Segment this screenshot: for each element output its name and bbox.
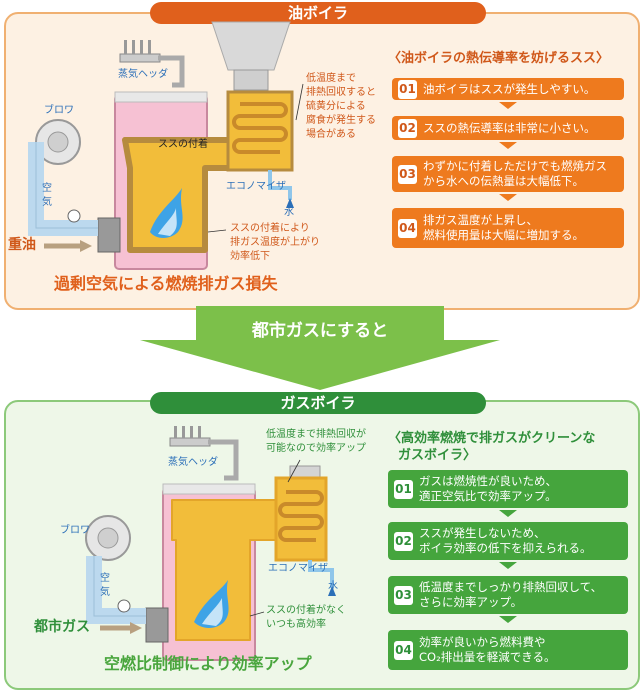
oil-item-2: 02 ススの熱伝導率は非常に小さい。 bbox=[392, 116, 624, 140]
oil-corrosion-note: 低温度まで 排熱回収すると 硫黄分による 腐食が発生する 場合がある bbox=[306, 73, 376, 140]
gas-arrow-3 bbox=[499, 616, 517, 623]
oil-item-3-text: わずかに付着しただけでも燃焼ガスから水への伝熱量は大幅低下。 bbox=[423, 159, 607, 188]
oil-item-3-number: 03 bbox=[398, 164, 417, 184]
oil-caption: 過剰空気による燃焼排ガス損失 bbox=[54, 274, 278, 293]
gas-item-4-number: 04 bbox=[394, 640, 413, 660]
oil-item-1-text: 油ボイラはススが発生しやすい。 bbox=[423, 81, 596, 96]
oil-boiler-title: 油ボイラ bbox=[150, 2, 486, 24]
gas-item-1-number: 01 bbox=[394, 479, 413, 499]
gas-item-2-number: 02 bbox=[394, 531, 413, 551]
oil-soot-note: ススの付着により 排ガス温度が上がり 効率低下 bbox=[230, 223, 320, 262]
gas-burner bbox=[145, 607, 169, 643]
oil-right-heading: 〈油ボイラの熱伝導率を妨げるスス〉 bbox=[388, 51, 610, 66]
gas-caption: 空燃比制御により効率アップ bbox=[104, 654, 312, 673]
oil-blower-label: ブロワ bbox=[44, 105, 74, 116]
gas-fuel-label: 都市ガス bbox=[34, 619, 90, 635]
gas-item-1-text: ガスは燃焼性が良いため、適正空気比で効率アップ。 bbox=[419, 474, 557, 503]
oil-arrow-2 bbox=[499, 142, 517, 149]
oil-item-4-number: 04 bbox=[398, 218, 417, 238]
oil-item-1-number: 01 bbox=[398, 79, 417, 99]
gas-item-2-text: ススが発生しないため、ボイラ効率の低下を抑えられる。 bbox=[419, 526, 592, 555]
gas-arrow-2 bbox=[499, 562, 517, 569]
oil-air-valve bbox=[67, 209, 81, 223]
gas-air-valve bbox=[117, 599, 131, 613]
oil-item-4-text: 排ガス温度が上昇し、燃料使用量は大幅に増加する。 bbox=[423, 213, 584, 242]
gas-arrow-1 bbox=[499, 510, 517, 517]
gas-item-1: 01 ガスは燃焼性が良いため、適正空気比で効率アップ。 bbox=[388, 470, 628, 508]
oil-arrow-3 bbox=[499, 194, 517, 201]
oil-item-1: 01 油ボイラはススが発生しやすい。 bbox=[392, 78, 624, 100]
oil-item-2-number: 02 bbox=[398, 118, 417, 138]
transition-arrow bbox=[140, 306, 500, 390]
oil-economizer-label: エコノマイザ bbox=[226, 181, 286, 192]
chimney-neck bbox=[233, 69, 269, 91]
chimney-funnel bbox=[211, 21, 291, 71]
gas-right-heading: 〈高効率燃焼で排ガスがクリーンな ガスボイラ〉 bbox=[388, 431, 596, 463]
oil-item-4: 04 排ガス温度が上昇し、燃料使用量は大幅に増加する。 bbox=[392, 208, 624, 248]
gas-chimney bbox=[289, 465, 321, 479]
gas-air-label: 空気 bbox=[100, 573, 110, 598]
gas-boiler-title: ガスボイラ bbox=[150, 392, 486, 414]
gas-steam-pipe bbox=[208, 439, 239, 481]
oil-soot-label: ススの付着 bbox=[158, 139, 208, 150]
oil-fuel-label: 重油 bbox=[8, 237, 36, 253]
oil-item-2-text: ススの熱伝導率は非常に小さい。 bbox=[423, 120, 596, 135]
oil-air-label: 空気 bbox=[42, 183, 52, 208]
transition-label: 都市ガスにすると bbox=[251, 321, 389, 341]
oil-item-3: 03 わずかに付着しただけでも燃焼ガスから水への伝熱量は大幅低下。 bbox=[392, 156, 624, 192]
gas-no-soot-note: ススの付着がなく いつも高効率 bbox=[266, 605, 346, 630]
oil-boiler-diagram bbox=[28, 21, 304, 270]
steam-pipe bbox=[158, 55, 185, 88]
gas-item-3: 03 低温度までしっかり排熱回収して、さらに効率アップ。 bbox=[388, 576, 628, 614]
gas-item-3-number: 03 bbox=[394, 585, 413, 605]
gas-water-pipe bbox=[308, 560, 334, 588]
gas-recovery-note: 低温度まで排熱回収が 可能なので効率アップ bbox=[266, 429, 366, 454]
gas-water-label: 水 bbox=[328, 581, 338, 592]
gas-steam-header-label: 蒸気ヘッダ bbox=[168, 457, 218, 468]
oil-arrow-1 bbox=[499, 102, 517, 109]
oil-steam-header-label: 蒸気ヘッダ bbox=[118, 69, 168, 80]
gas-economizer-label: エコノマイザ bbox=[268, 563, 328, 574]
gas-steam-header-bar bbox=[169, 437, 211, 447]
oil-water-pipe bbox=[268, 170, 292, 200]
gas-item-3-text: 低温度までしっかり排熱回収して、さらに効率アップ。 bbox=[419, 580, 603, 609]
gas-item-2: 02 ススが発生しないため、ボイラ効率の低下を抑えられる。 bbox=[388, 522, 628, 560]
oil-water-label: 水 bbox=[284, 207, 294, 218]
gas-blower-label: ブロワ bbox=[60, 525, 90, 536]
